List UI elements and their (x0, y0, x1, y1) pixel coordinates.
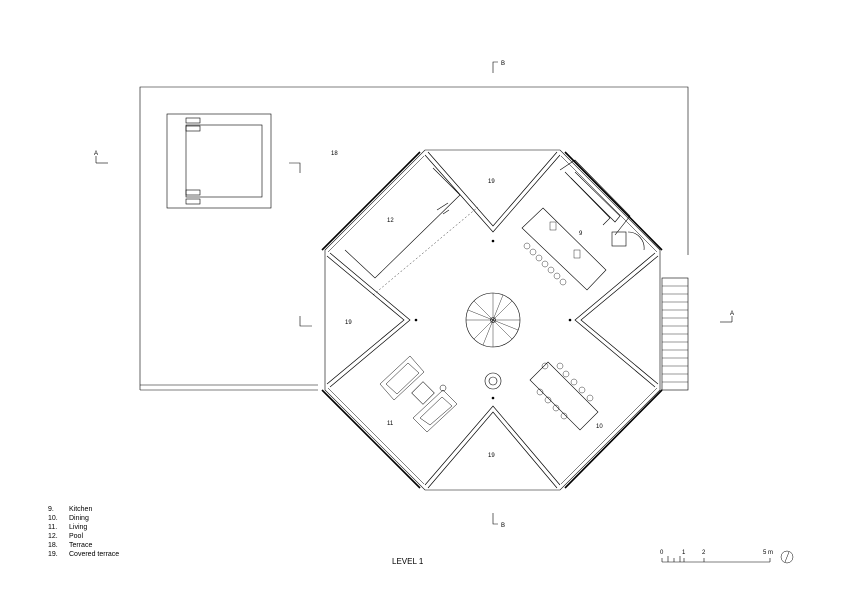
section-b-top: B (501, 61, 505, 67)
legend-item: 12.Pool (48, 533, 84, 540)
room-label-terrace: 18 (331, 151, 338, 157)
plan-title: LEVEL 1 (392, 557, 424, 566)
room-label-covered-top: 19 (488, 179, 495, 185)
legend-item: 10.Dining (48, 515, 89, 522)
pool-basin (185, 124, 263, 198)
north-arrow (780, 550, 794, 564)
scale-0: 0 (660, 550, 664, 556)
room-label-covered-left: 19 (345, 320, 352, 326)
legend: 9.Kitchen 10.Dining 11.Living 12.Pool 18… (48, 505, 119, 559)
terrace-boundary (139, 86, 689, 390)
pool-outline (166, 113, 272, 209)
room-label-kitchen: 9 (579, 231, 583, 237)
legend-item: 9.Kitchen (48, 506, 93, 513)
room-label-dining: 10 (596, 424, 603, 430)
legend-item: 19.Covered terrace (48, 551, 120, 558)
legend-item: 11.Living (48, 524, 88, 531)
room-label-covered-bottom: 19 (488, 453, 495, 459)
section-a-right: A (730, 311, 734, 317)
section-a-left: A (94, 151, 98, 157)
room-label-living: 11 (387, 421, 394, 427)
room-label-pool: 12 (387, 218, 394, 224)
scale-1: 1 (682, 550, 686, 556)
scale-5: 5 m (763, 550, 773, 556)
scale-2: 2 (702, 550, 706, 556)
legend-item: 18.Terrace (48, 542, 93, 549)
section-b-bottom: B (501, 523, 505, 529)
building-outline (324, 149, 661, 491)
